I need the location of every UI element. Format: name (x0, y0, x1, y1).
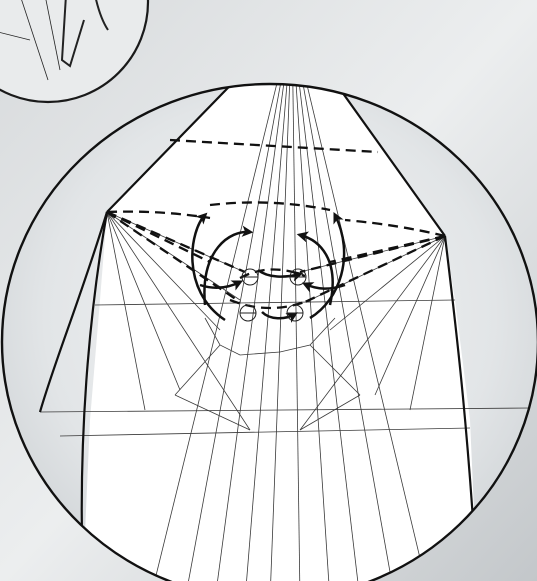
origami-diagram (0, 0, 537, 581)
diagram-canvas (0, 0, 537, 581)
